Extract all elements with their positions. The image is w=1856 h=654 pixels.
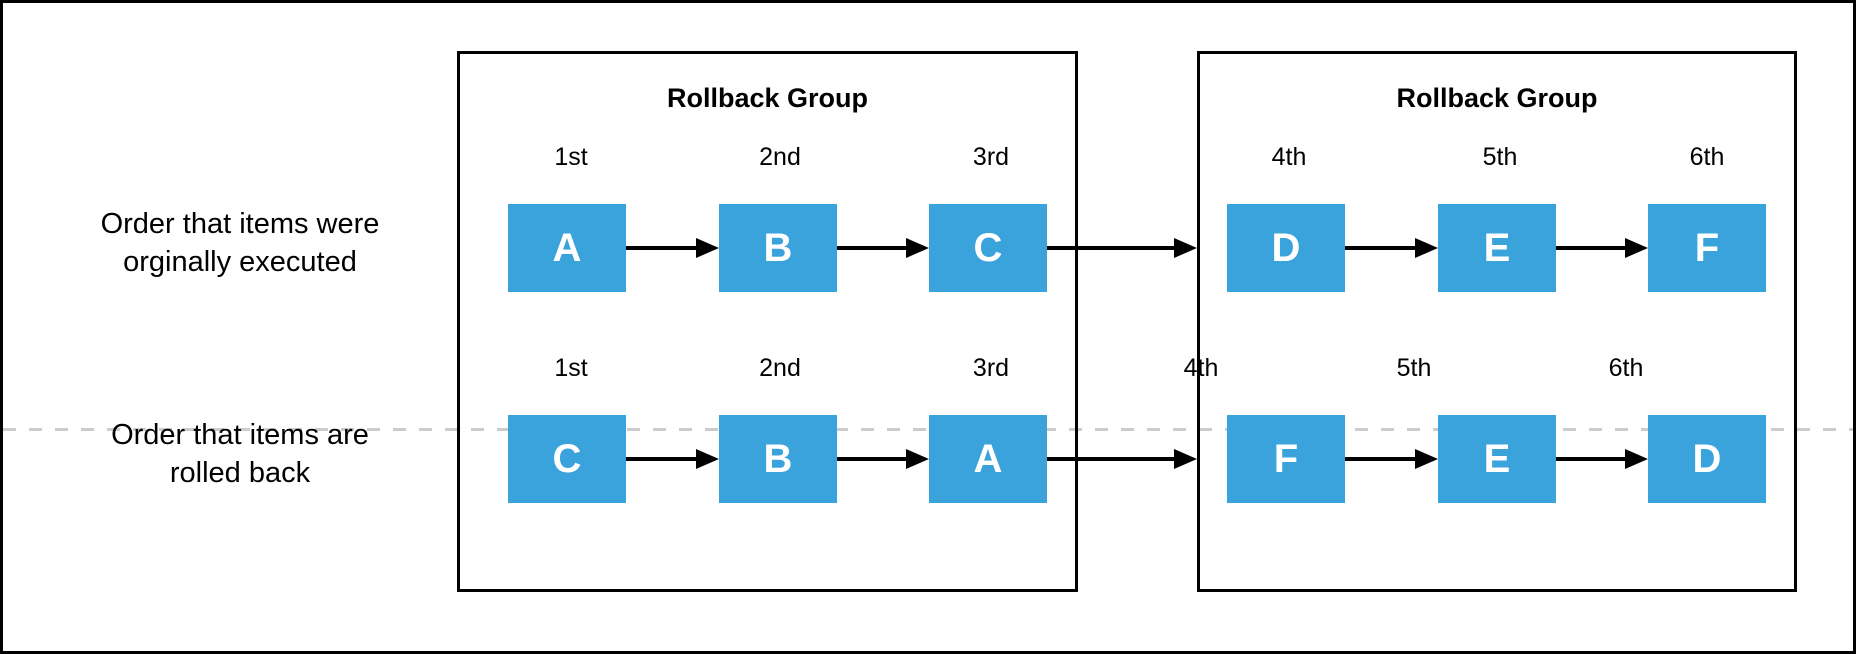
rolled-back-ordinal-3: 3rd (972, 354, 1010, 382)
arrow-head-icon (906, 238, 929, 258)
rolled-back-node-B-letter: B (763, 436, 793, 481)
arrow-shaft (1047, 246, 1181, 250)
executed-node-F-letter: F (1694, 225, 1720, 270)
executed-node-F: F (1648, 204, 1766, 292)
rolled-back-arrow-3 (1047, 449, 1197, 469)
arrow-head-icon (696, 449, 719, 469)
arrow-head-icon (1625, 238, 1648, 258)
executed-arrow-1 (626, 238, 719, 258)
arrow-head-icon (1415, 449, 1438, 469)
executed-node-A-letter: A (552, 225, 582, 270)
rolled-back-arrow-5 (1556, 449, 1648, 469)
rolled-back-node-E-letter: E (1483, 436, 1511, 481)
rolled-back-node-C: C (508, 415, 626, 503)
rolled-back-row-label-line2: rolled back (169, 457, 311, 489)
executed-ordinal-6: 6th (1689, 143, 1725, 171)
rolled-back-row-label-line1: Order that items are (111, 419, 369, 451)
executed-ordinal-3: 3rd (972, 143, 1010, 171)
executed-row-label-line2: orginally executed (123, 246, 357, 278)
rolled-back-row-label: Order that items are rolled back (45, 416, 435, 492)
rolled-back-node-F-letter: F (1273, 436, 1299, 481)
executed-row-label-line1: Order that items were (100, 208, 380, 240)
rolled-back-ordinal-6: 6th (1608, 354, 1644, 382)
rolled-back-arrow-2 (837, 449, 929, 469)
executed-arrow-3 (1047, 238, 1197, 258)
rolled-back-node-A-letter: A (973, 436, 1003, 481)
executed-ordinal-5: 5th (1482, 143, 1518, 171)
arrow-head-icon (906, 449, 929, 469)
executed-arrow-4 (1345, 238, 1438, 258)
arrow-shaft (1047, 457, 1181, 461)
rolled-back-node-B: B (719, 415, 837, 503)
arrow-shaft (1345, 457, 1422, 461)
executed-arrow-2 (837, 238, 929, 258)
rolled-back-node-D-letter: D (1692, 436, 1722, 481)
arrow-shaft (837, 457, 913, 461)
arrow-shaft (1345, 246, 1422, 250)
rollback-group-1-title: Rollback Group (666, 83, 869, 113)
rolled-back-arrow-1 (626, 449, 719, 469)
arrow-head-icon (1415, 238, 1438, 258)
rolled-back-ordinal-5: 5th (1396, 354, 1432, 382)
executed-row-label: Order that items were orginally executed (45, 205, 435, 281)
arrow-shaft (626, 246, 703, 250)
arrow-head-icon (1625, 449, 1648, 469)
arrow-head-icon (696, 238, 719, 258)
executed-node-C-letter: C (973, 225, 1003, 270)
rolled-back-ordinal-2: 2nd (759, 354, 801, 382)
rolled-back-arrow-4 (1345, 449, 1438, 469)
arrow-shaft (1556, 457, 1632, 461)
arrow-head-icon (1174, 449, 1197, 469)
executed-node-A: A (508, 204, 626, 292)
executed-node-D-letter: D (1271, 225, 1301, 270)
rolled-back-node-E: E (1438, 415, 1556, 503)
executed-node-E: E (1438, 204, 1556, 292)
executed-ordinal-1: 1st (554, 143, 588, 171)
rolled-back-node-F: F (1227, 415, 1345, 503)
arrow-shaft (626, 457, 703, 461)
arrow-shaft (837, 246, 913, 250)
rolled-back-ordinal-1: 1st (554, 354, 588, 382)
executed-node-D: D (1227, 204, 1345, 292)
executed-node-B: B (719, 204, 837, 292)
executed-ordinal-2: 2nd (759, 143, 801, 171)
arrow-head-icon (1174, 238, 1197, 258)
rollback-group-2: Rollback Group (1197, 51, 1797, 592)
rolled-back-node-A: A (929, 415, 1047, 503)
rolled-back-node-D: D (1648, 415, 1766, 503)
rollback-divider-dashed-line (3, 428, 1853, 431)
executed-node-E-letter: E (1483, 225, 1511, 270)
rollback-group-2-title: Rollback Group (1396, 83, 1598, 113)
executed-ordinal-4: 4th (1271, 143, 1307, 171)
rolled-back-node-C-letter: C (552, 436, 582, 481)
rolled-back-ordinal-4: 4th (1183, 354, 1219, 382)
executed-node-B-letter: B (763, 225, 793, 270)
executed-arrow-5 (1556, 238, 1648, 258)
rollback-group-1: Rollback Group (457, 51, 1078, 592)
executed-node-C: C (929, 204, 1047, 292)
arrow-shaft (1556, 246, 1632, 250)
